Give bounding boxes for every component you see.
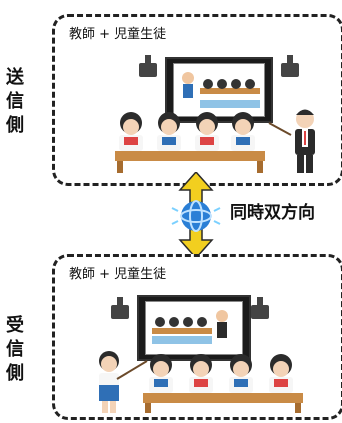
classroom-screen — [137, 295, 251, 361]
speaker-left-icon — [139, 55, 157, 77]
teacher-male-icon — [268, 109, 315, 173]
students-group-icon — [115, 112, 265, 173]
speaker-right-icon — [281, 55, 299, 77]
remote-class-image — [152, 310, 228, 344]
receiver-caption: 教師 + 児童生徒 — [69, 267, 167, 282]
globe-network-icon — [171, 200, 221, 232]
sender-caption: 教師 + 児童生徒 — [69, 27, 167, 42]
screen-display — [145, 301, 243, 355]
students-group-icon — [143, 354, 303, 413]
speaker-right-icon — [251, 297, 269, 319]
connection-label: 同時双方向 — [230, 203, 315, 223]
teacher-female-icon — [99, 351, 148, 413]
remote-class-image — [182, 72, 260, 108]
classroom-screen — [165, 57, 273, 123]
speaker-left-icon — [111, 297, 129, 319]
sender-side-label: 送 信 側 — [6, 67, 24, 136]
receiver-side-label: 受 信 側 — [6, 315, 24, 384]
screen-display — [173, 63, 265, 117]
receiver-panel: 教師 + 児童生徒 — [52, 254, 342, 420]
sender-panel: 教師 + 児童生徒 — [52, 14, 342, 186]
